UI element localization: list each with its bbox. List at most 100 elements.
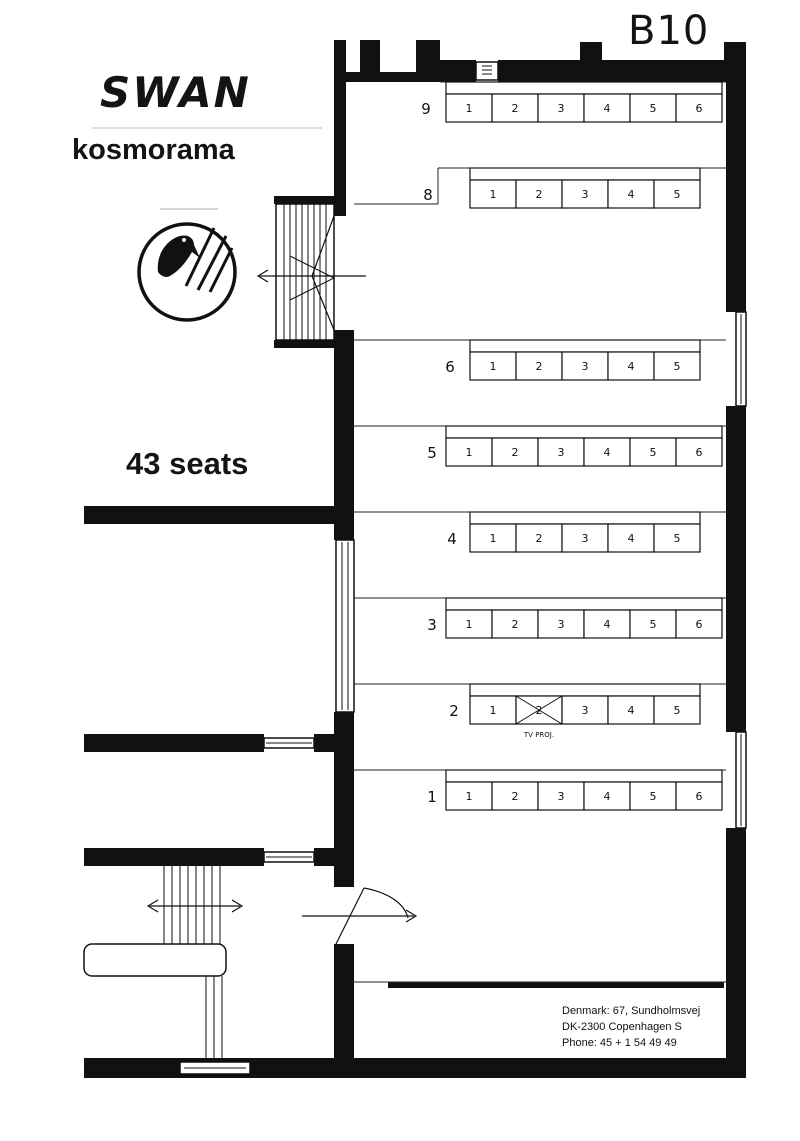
- venue-title: SWAN: [100, 68, 251, 117]
- wall-segment: [726, 828, 746, 1078]
- seat-number: 5: [674, 360, 681, 373]
- seat[interactable]: [583, 93, 631, 123]
- seat-capacity: 43 seats: [126, 446, 249, 481]
- seat-number: 2: [536, 360, 543, 373]
- seat-number: 2: [512, 790, 519, 803]
- seat[interactable]: [537, 609, 585, 639]
- seat[interactable]: [561, 351, 609, 381]
- side-staircase: [256, 203, 366, 341]
- seat-number: 1: [490, 188, 497, 201]
- swan-logo-icon: [137, 222, 237, 322]
- seat-number: 2: [512, 618, 519, 631]
- row-backrest: [469, 511, 701, 525]
- wall-segment: [334, 712, 354, 887]
- seat-number: 2: [536, 704, 543, 717]
- seat[interactable]: [515, 523, 563, 553]
- wall-segment: [274, 196, 344, 204]
- seat[interactable]: [653, 179, 701, 209]
- seat[interactable]: [491, 781, 539, 811]
- seat[interactable]: [653, 523, 701, 553]
- seat-number: 2: [536, 188, 543, 201]
- seat[interactable]: [491, 437, 539, 467]
- seat-number: 6: [696, 446, 703, 459]
- seat-number: 4: [628, 532, 635, 545]
- seat[interactable]: [445, 781, 493, 811]
- window-mullions: [184, 65, 742, 1069]
- seat[interactable]: [515, 351, 563, 381]
- seat[interactable]: [469, 179, 517, 209]
- row-label: 8: [423, 186, 433, 204]
- wall-segment: [84, 734, 264, 752]
- lower-staircase: [83, 866, 244, 1058]
- wall-segment: [334, 330, 354, 540]
- seat-number: 3: [558, 446, 565, 459]
- seat[interactable]: [653, 351, 701, 381]
- seat[interactable]: [675, 781, 723, 811]
- seat[interactable]: [629, 93, 677, 123]
- wall-segment: [314, 848, 340, 866]
- seat-number: 3: [558, 618, 565, 631]
- address-line-2: DK-2300 Copenhagen S: [562, 1021, 682, 1033]
- seat-number: 4: [604, 102, 611, 115]
- seat-number: 4: [628, 704, 635, 717]
- row-label: 3: [427, 616, 437, 634]
- venue-subtitle: kosmorama: [72, 134, 235, 166]
- wall-segment: [334, 72, 444, 82]
- seat[interactable]: [607, 523, 655, 553]
- seat[interactable]: [607, 695, 655, 725]
- seat[interactable]: [629, 781, 677, 811]
- row-label: 5: [427, 444, 437, 462]
- seat-number: 2: [512, 446, 519, 459]
- wall-segment: [726, 406, 746, 732]
- seat-number: 3: [582, 532, 589, 545]
- seat-number: 6: [696, 102, 703, 115]
- seat[interactable]: [469, 351, 517, 381]
- windows: [179, 61, 747, 1075]
- seat-number: 3: [558, 102, 565, 115]
- seat-number: 5: [650, 618, 657, 631]
- wall-segment: [436, 60, 476, 82]
- seat[interactable]: [583, 609, 631, 639]
- seat[interactable]: [629, 437, 677, 467]
- window: [335, 539, 355, 713]
- seat[interactable]: [675, 93, 723, 123]
- address-line-3: Phone: 45 + 1 54 49 49: [562, 1037, 677, 1049]
- seat-number: 1: [490, 704, 497, 717]
- seat[interactable]: [537, 781, 585, 811]
- seat-number: 5: [650, 446, 657, 459]
- row-backrest: [445, 81, 723, 95]
- seat[interactable]: [607, 179, 655, 209]
- wall-segment: [84, 848, 264, 866]
- seat[interactable]: [629, 609, 677, 639]
- seat[interactable]: [469, 523, 517, 553]
- seat-number: 6: [696, 618, 703, 631]
- seat[interactable]: [491, 609, 539, 639]
- seat[interactable]: [445, 93, 493, 123]
- seat[interactable]: [675, 437, 723, 467]
- tv-projector-label: TV PROJ.: [523, 731, 554, 739]
- row-backrest: [445, 597, 723, 611]
- seat[interactable]: [561, 523, 609, 553]
- seat[interactable]: [561, 695, 609, 725]
- wall-segment: [334, 40, 346, 216]
- seat[interactable]: [675, 609, 723, 639]
- seat[interactable]: [537, 93, 585, 123]
- row-backrest: [469, 167, 701, 181]
- seat[interactable]: [583, 781, 631, 811]
- seat[interactable]: [653, 695, 701, 725]
- row-backrest: [445, 769, 723, 783]
- seat-number: 2: [512, 102, 519, 115]
- seat[interactable]: [445, 437, 493, 467]
- stamp-label: B10: [628, 8, 710, 54]
- wall-segment: [334, 944, 354, 1078]
- seat-number: 6: [696, 790, 703, 803]
- seat-number: 1: [466, 446, 473, 459]
- seat-number: 1: [466, 790, 473, 803]
- row-backrest: [445, 425, 723, 439]
